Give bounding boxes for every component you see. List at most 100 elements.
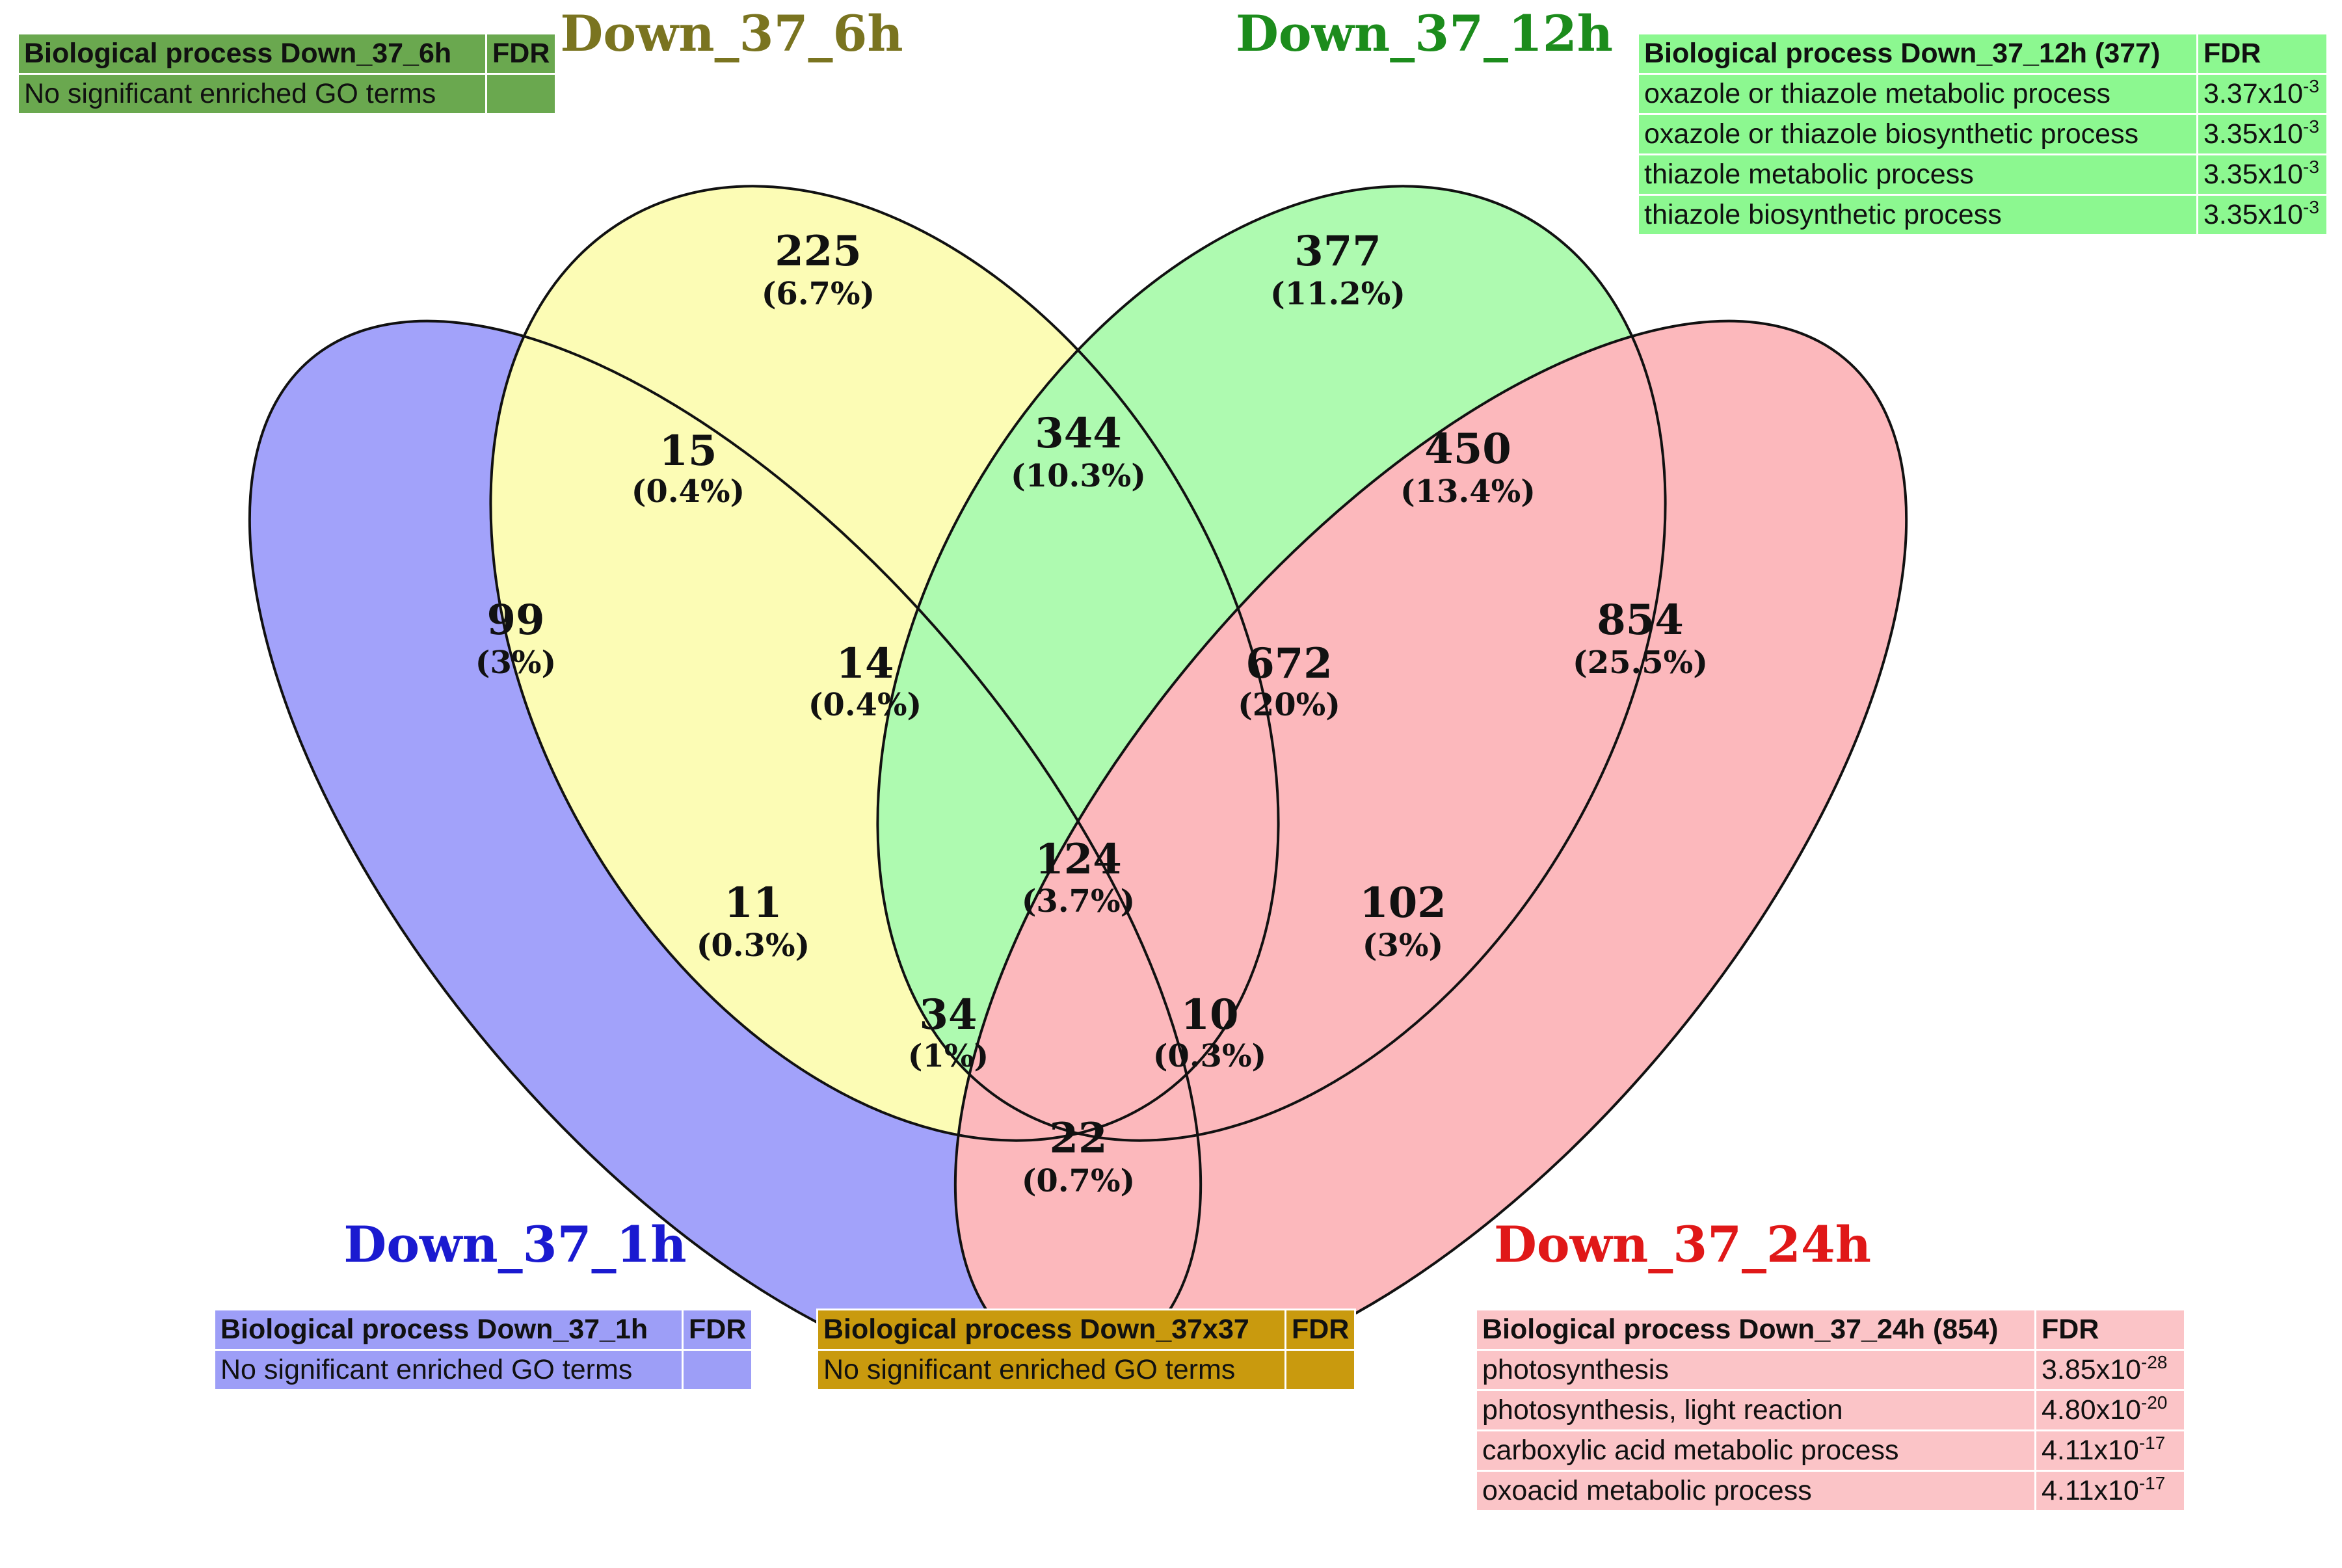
header-fdr: FDR (681, 1309, 754, 1351)
fdr-value: 4.11x10-17 (2034, 1429, 2186, 1472)
region-count: 344 (1035, 409, 1122, 458)
header-fdr: FDR (2034, 1309, 2186, 1351)
go-term: oxoacid metabolic process (1475, 1470, 2036, 1512)
region-1h-6h-24h: 10(0.3%) (1153, 990, 1267, 1074)
header-process: Biological process Down_37_24h (854) (1475, 1309, 2036, 1351)
region-count: 102 (1359, 879, 1446, 927)
table-row: thiazole biosynthetic process 3.35x10-3 (1637, 194, 2328, 236)
table-header-row: Biological process Down_37_24h (854) FDR (1475, 1309, 2186, 1351)
table-row: No significant enriched GO terms (213, 1349, 754, 1391)
go-table-6h: Biological process Down_37_6h FDR No sig… (17, 33, 557, 115)
region-1h-24h: 22(0.7%) (1022, 1114, 1136, 1199)
region-6h-12h: 344(10.3%) (1011, 409, 1146, 494)
go-term: oxazole or thiazole metabolic process (1637, 73, 2198, 115)
table-row: photosynthesis 3.85x10-28 (1475, 1349, 2186, 1391)
go-term: photosynthesis (1475, 1349, 2036, 1391)
region-count: 10 (1180, 990, 1238, 1039)
fdr-value: 4.11x10-17 (2034, 1470, 2186, 1512)
go-term: thiazole biosynthetic process (1637, 194, 2198, 236)
region-count: 225 (775, 227, 862, 276)
go-term: No significant enriched GO terms (816, 1349, 1286, 1391)
fdr-exponent: -20 (2141, 1392, 2168, 1413)
region-count: 450 (1424, 425, 1511, 473)
region-percent: (0.7%) (1022, 1163, 1136, 1199)
set-title-1h: Down_37_1h (343, 1216, 686, 1273)
region-count: 854 (1597, 596, 1684, 644)
region-count: 99 (486, 596, 544, 644)
region-12h-24h: 450(13.4%) (1400, 425, 1536, 510)
region-count: 14 (836, 639, 894, 688)
table-row: photosynthesis, light reaction 4.80x10-2… (1475, 1389, 2186, 1431)
region-percent: (11.2%) (1270, 276, 1405, 312)
go-term: carboxylic acid metabolic process (1475, 1429, 2036, 1472)
table-row: oxoacid metabolic process 4.11x10-17 (1475, 1470, 2186, 1512)
region-all-four: 124(3.7%) (1022, 835, 1136, 920)
region-count: 15 (659, 427, 717, 475)
region-only-24h: 854(25.5%) (1573, 596, 1708, 681)
table-row: No significant enriched GO terms (17, 73, 557, 115)
region-count: 377 (1294, 227, 1381, 276)
go-term: No significant enriched GO terms (17, 73, 487, 115)
table-row: thiazole metabolic process 3.35x10-3 (1637, 153, 2328, 196)
table-header-row: Biological process Down_37x37 FDR (816, 1309, 1357, 1351)
table-row: No significant enriched GO terms (816, 1349, 1357, 1391)
region-percent: (6.7%) (762, 276, 875, 312)
fdr-value: 3.85x10-28 (2034, 1349, 2186, 1391)
region-only-12h: 377(11.2%) (1270, 227, 1405, 312)
set-outline-12h (876, 185, 1667, 1142)
region-percent: (0.4%) (632, 473, 745, 510)
go-table-37x37: Biological process Down_37x37 FDR No sig… (816, 1309, 1357, 1391)
region-percent: (3%) (475, 644, 556, 681)
region-percent: (3.7%) (1022, 883, 1136, 920)
table-header-row: Biological process Down_37_12h (377) FDR (1637, 33, 2328, 75)
ellipse-fills (249, 186, 1907, 1383)
fdr-value (485, 73, 557, 115)
fdr-value: 3.35x10-3 (2196, 194, 2328, 236)
fdr-exponent: -3 (2303, 197, 2319, 217)
fdr-exponent: -28 (2141, 1352, 2168, 1372)
region-percent: (25.5%) (1573, 644, 1708, 681)
region-6h-12h-24h: 672(20%) (1238, 639, 1340, 723)
fdr-value (681, 1349, 754, 1391)
fdr-value: 3.37x10-3 (2196, 73, 2328, 115)
region-1h-6h: 15(0.4%) (632, 427, 745, 510)
fdr-exponent: -17 (2138, 1473, 2166, 1493)
region-1h-6h-12h: 14(0.4%) (808, 639, 922, 723)
go-table-1h: Biological process Down_37_1h FDR No sig… (213, 1309, 754, 1391)
region-percent: (10.3%) (1011, 458, 1146, 494)
table-row: oxazole or thiazole biosynthetic process… (1637, 113, 2328, 155)
go-term: No significant enriched GO terms (213, 1349, 684, 1391)
fdr-exponent: -3 (2303, 76, 2319, 96)
set-title-24h: Down_37_24h (1494, 1216, 1871, 1273)
fdr-value (1284, 1349, 1357, 1391)
region-1h-12h-24h: 34(1%) (908, 990, 989, 1074)
header-fdr: FDR (2196, 33, 2328, 75)
header-process: Biological process Down_37x37 (816, 1309, 1286, 1351)
region-1h-12h: 11(0.3%) (697, 879, 810, 964)
region-count: 11 (724, 879, 782, 927)
region-only-6h: 225(6.7%) (762, 227, 875, 312)
region-percent: (3%) (1363, 927, 1443, 964)
set-ellipse-24h (955, 321, 1907, 1383)
region-percent: (13.4%) (1400, 473, 1536, 510)
table-header-row: Biological process Down_37_1h FDR (213, 1309, 754, 1351)
fdr-exponent: -3 (2303, 116, 2319, 137)
region-percent: (1%) (908, 1038, 989, 1074)
table-row: oxazole or thiazole metabolic process 3.… (1637, 73, 2328, 115)
fdr-exponent: -17 (2138, 1433, 2166, 1453)
region-percent: (0.4%) (808, 687, 922, 723)
header-fdr: FDR (485, 33, 557, 75)
header-process: Biological process Down_37_12h (377) (1637, 33, 2198, 75)
header-process: Biological process Down_37_6h (17, 33, 487, 75)
region-6h-24h: 102(3%) (1359, 879, 1446, 964)
go-table-12h: Biological process Down_37_12h (377) FDR… (1637, 33, 2328, 236)
region-percent: (0.3%) (697, 927, 810, 964)
go-table-24h: Biological process Down_37_24h (854) FDR… (1475, 1309, 2186, 1512)
header-process: Biological process Down_37_1h (213, 1309, 684, 1351)
set-outline-6h (489, 185, 1280, 1142)
header-fdr: FDR (1284, 1309, 1357, 1351)
region-only-1h: 99(3%) (475, 596, 556, 681)
go-term: thiazole metabolic process (1637, 153, 2198, 196)
table-row: carboxylic acid metabolic process 4.11x1… (1475, 1429, 2186, 1472)
